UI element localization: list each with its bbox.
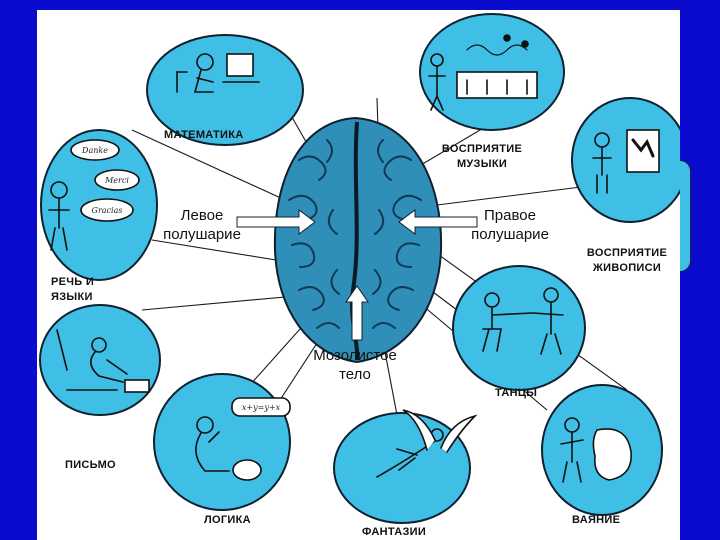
corpus-arrow: [345, 285, 369, 341]
label-writing: ПИСЬМО: [65, 459, 116, 471]
brain: [236, 116, 478, 364]
music-orchestra-icon: [428, 34, 538, 111]
right-hemisphere-label: Правое полушарие: [457, 206, 563, 244]
label-speech: РЕЧЬ И ЯЗЫКИ: [51, 275, 94, 305]
left-hemisphere-line1: Левое: [180, 207, 224, 224]
circle-logic: [153, 373, 291, 511]
line-writing: [141, 294, 308, 311]
writing-person-icon: [56, 329, 150, 393]
fantasy-angel-icon: [376, 409, 478, 478]
label-speech-line2: ЯЗЫКИ: [51, 291, 93, 303]
label-math: МАТЕМАТИКА: [164, 129, 244, 141]
right-hemisphere-arrow: [398, 209, 478, 235]
logic-formula: x+y=y+x: [242, 403, 281, 412]
corpus-line2: тело: [339, 366, 371, 383]
circle-painting: [571, 97, 680, 223]
left-hemisphere-label: Левое полушарие: [152, 206, 252, 244]
painting-viewer-icon: [592, 129, 660, 194]
circle-math: [146, 34, 304, 146]
bubble-text-3: Gracias: [92, 206, 123, 215]
sculptor-icon: [560, 417, 632, 483]
right-hemisphere-line2: полушарие: [471, 226, 549, 243]
right-edge-circle-fragment: [680, 160, 691, 272]
dance-couple-icon: [482, 287, 564, 355]
label-logic: ЛОГИКА: [204, 514, 251, 526]
brain-diagram: Danke Merci Gracias x+y=y+x: [39, 13, 680, 524]
label-sculpture: ВАЯНИЕ: [572, 514, 621, 526]
label-painting: ВОСПРИЯТИЕ ЖИВОПИСИ: [577, 246, 677, 276]
label-speech-line1: РЕЧЬ И: [51, 276, 95, 288]
label-fantasy: ФАНТАЗИИ: [362, 526, 427, 538]
bubble-text-2: Merci: [104, 176, 129, 185]
bubble-text-1: Danke: [81, 146, 108, 155]
label-painting-line2: ЖИВОПИСИ: [592, 262, 662, 274]
speech-person-icon: [48, 139, 140, 251]
line-speech: [131, 129, 308, 211]
corpus-callosum-label: Мозолистое тело: [295, 346, 415, 384]
label-music-line1: ВОСПРИЯТИЕ: [441, 143, 523, 155]
circle-writing: [39, 304, 161, 416]
right-hemisphere-line1: Правое: [484, 207, 536, 224]
label-painting-line1: ВОСПРИЯТИЕ: [586, 247, 668, 259]
label-music-line2: МУЗЫКИ: [456, 158, 508, 170]
math-figure-icon: [176, 53, 260, 93]
corpus-line1: Мозолистое: [313, 347, 397, 364]
diagram-panel: Danke Merci Gracias x+y=y+x МАТЕМАТИКА В…: [37, 10, 680, 540]
left-hemisphere-arrow: [236, 209, 316, 235]
circle-dance: [452, 265, 586, 391]
logic-thinker-icon: [195, 397, 291, 481]
left-hemisphere-line2: полушарие: [163, 226, 241, 243]
label-music: ВОСПРИЯТИЕ МУЗЫКИ: [427, 142, 537, 172]
label-dance: ТАНЦЫ: [495, 387, 538, 399]
